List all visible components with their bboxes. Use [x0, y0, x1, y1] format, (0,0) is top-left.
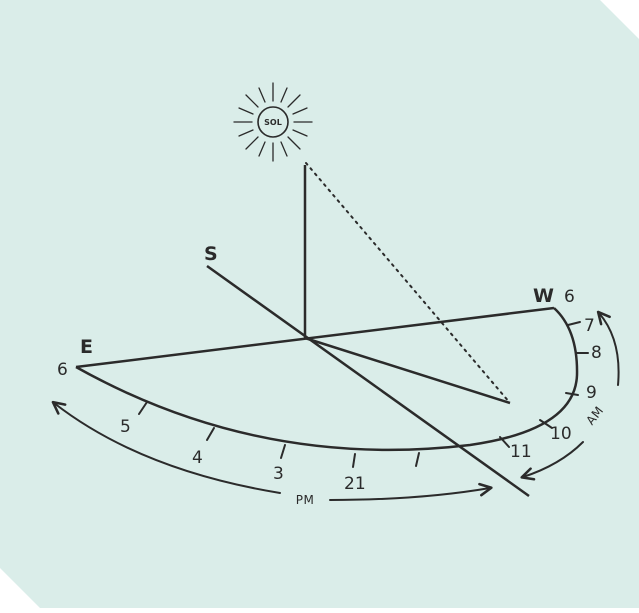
hour-label-8: 8: [591, 343, 602, 363]
south-label: S: [204, 243, 218, 265]
hour-label-7: 7: [584, 316, 595, 336]
pm-arc-arrow: [54, 403, 490, 500]
hour-label-3: 3: [273, 464, 284, 484]
hour-label-10: 10: [550, 424, 572, 444]
sun-label: SOL: [264, 118, 282, 127]
hour-label-21: 21: [344, 474, 366, 494]
pm-label: PM: [296, 493, 315, 507]
hour-label-9: 9: [586, 383, 597, 403]
west-label: W: [533, 285, 554, 307]
hour-label-5: 5: [120, 417, 131, 437]
am-arc-arrow: [523, 313, 620, 477]
sun-icon: [233, 82, 313, 162]
hour-label-east-6: 6: [57, 360, 68, 380]
east-west-line: [75, 306, 555, 369]
hour-label-11: 11: [510, 442, 532, 462]
hour-label-west-6: 6: [564, 287, 575, 307]
east-label: E: [80, 336, 93, 358]
hour-label-4: 4: [192, 448, 203, 468]
